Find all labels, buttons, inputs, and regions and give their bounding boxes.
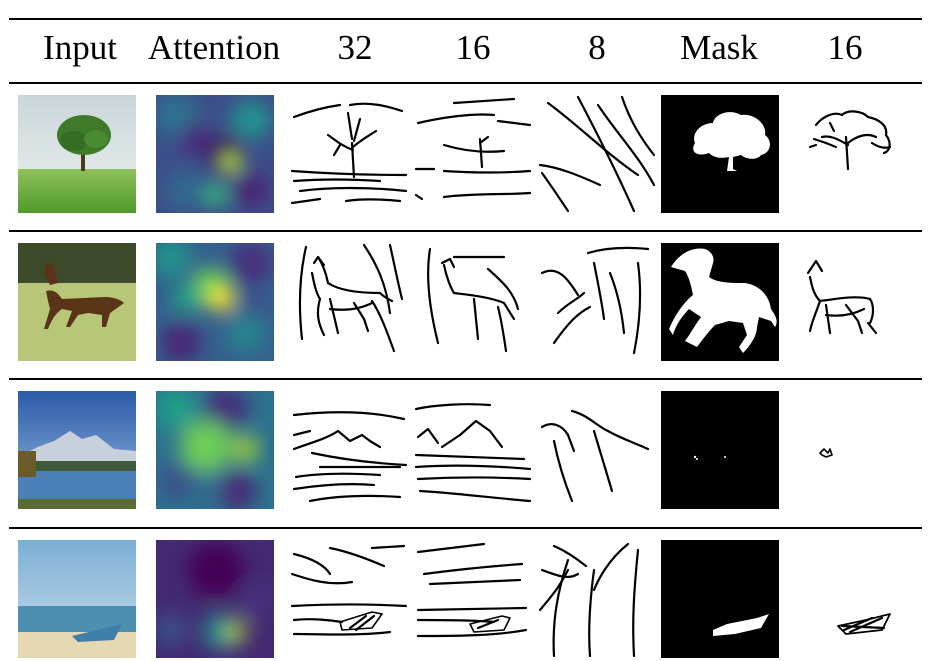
attention-map-mountain-lake <box>156 391 274 509</box>
sketch-16-masked-tree <box>786 95 904 213</box>
sketch-16-mountain-lake <box>414 391 532 509</box>
header-mask: Mask <box>680 28 758 67</box>
sketch-8-boat-beach <box>538 540 656 658</box>
mask-boat-beach <box>661 540 779 658</box>
sketch-16-tree <box>414 95 532 213</box>
top-rule <box>9 18 922 20</box>
attention-map-tree <box>156 95 274 213</box>
sketch-32-tree <box>290 95 408 213</box>
sketch-8-tree <box>538 95 656 213</box>
sketch-8-horse <box>538 243 656 361</box>
sketch-16-horse <box>414 243 532 361</box>
sketch-32-mountain-lake <box>290 391 408 509</box>
input-image-tree <box>18 95 136 213</box>
header-8: 8 <box>588 28 606 67</box>
sketch-16-masked-boat-beach <box>786 540 904 658</box>
attention-map-horse <box>156 243 274 361</box>
header-16-masked: 16 <box>827 28 863 67</box>
mask-horse <box>661 243 779 361</box>
sketch-8-mountain-lake <box>538 391 656 509</box>
header-rule <box>9 82 922 84</box>
input-image-mountain-lake <box>18 391 136 509</box>
header-16: 16 <box>455 28 491 67</box>
row-divider <box>9 527 922 529</box>
header-attention: Attention <box>147 28 281 67</box>
mask-tree <box>661 95 779 213</box>
sketch-32-boat-beach <box>290 540 408 658</box>
sketch-16-masked-horse <box>786 243 904 361</box>
sketch-16-masked-mountain-lake <box>786 391 904 509</box>
input-image-horse <box>18 243 136 361</box>
mask-mountain-lake <box>661 391 779 509</box>
header-input: Input <box>43 28 117 67</box>
sketch-32-horse <box>290 243 408 361</box>
row-divider <box>9 230 922 232</box>
input-image-boat-beach <box>18 540 136 658</box>
row-divider <box>9 378 922 380</box>
attention-map-boat-beach <box>156 540 274 658</box>
sketch-16-boat-beach <box>414 540 532 658</box>
header-32: 32 <box>337 28 373 67</box>
